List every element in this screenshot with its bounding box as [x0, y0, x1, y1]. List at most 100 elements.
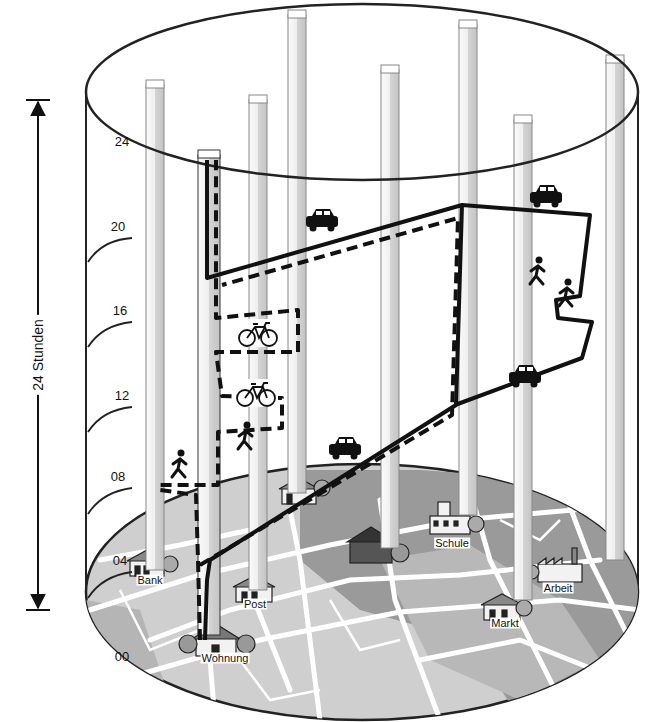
illustration-part	[238, 422, 252, 450]
illustration-part	[249, 95, 267, 103]
illustration-part	[519, 367, 525, 371]
illustration-part	[86, 470, 640, 720]
time-mark: 04	[113, 554, 127, 567]
illustration-part	[454, 521, 458, 526]
illustration-part	[238, 431, 252, 449]
illustration-part	[198, 150, 220, 158]
city-map	[86, 464, 640, 720]
time-scale-arcs	[88, 238, 132, 598]
illustration-part	[178, 450, 185, 457]
illustration-part	[312, 209, 334, 216]
place-label: Markt	[490, 618, 520, 629]
illustration-part	[552, 201, 559, 208]
illustration-part	[26, 99, 50, 101]
illustration-part	[247, 323, 270, 338]
illustration-part	[88, 407, 132, 432]
illustration-part	[120, 520, 560, 700]
illustration-part	[237, 635, 255, 653]
illustration-part	[515, 365, 537, 372]
illustration-part	[339, 439, 345, 443]
illustration-part	[90, 505, 630, 610]
illustration-part	[329, 437, 361, 460]
place-label: Bank	[136, 575, 163, 586]
illustration-part	[514, 115, 532, 600]
time-mark: 16	[113, 304, 127, 317]
illustration-part	[430, 516, 470, 534]
illustration-part	[245, 383, 268, 398]
axis-label: 24 Stunden	[31, 315, 45, 395]
location-pillars	[146, 10, 624, 635]
illustration-part	[538, 564, 582, 582]
illustration-part	[236, 319, 280, 347]
transport-icons	[172, 185, 573, 477]
illustration-part	[527, 367, 533, 371]
illustration-part	[540, 187, 546, 191]
illustration-part	[335, 437, 357, 444]
illustration-part	[530, 185, 562, 208]
space-time-path-solid	[205, 160, 592, 640]
illustration-part	[146, 85, 164, 570]
illustration-part	[179, 635, 197, 653]
illustration-part	[444, 521, 448, 526]
time-mark: 00	[115, 650, 129, 663]
illustration-part	[468, 516, 484, 532]
illustration-part	[513, 381, 520, 388]
illustration-part	[381, 65, 399, 73]
time-mark: 20	[111, 220, 125, 233]
illustration-part	[310, 225, 317, 232]
illustration-part	[534, 201, 541, 208]
space-time-path-dashed	[160, 160, 458, 640]
place-label: Wohnung	[201, 653, 250, 664]
time-mark: 08	[111, 470, 125, 483]
time-mark: 12	[115, 389, 129, 402]
illustration-part	[420, 640, 620, 680]
illustration-part	[234, 379, 278, 407]
illustration-part	[333, 453, 340, 460]
illustration-part	[514, 120, 532, 600]
place-label: Post	[243, 599, 267, 610]
illustration-part	[347, 527, 409, 563]
illustration-part	[381, 65, 399, 548]
illustration-part	[559, 279, 573, 307]
illustration-part	[288, 10, 306, 18]
illustration-part	[287, 494, 292, 504]
illustration-part	[531, 381, 538, 388]
illustration-part	[351, 453, 358, 460]
illustration-part	[90, 480, 640, 720]
illustration-part	[509, 365, 541, 388]
illustration-part	[530, 266, 544, 284]
illustration-part	[559, 288, 573, 306]
illustration-part	[240, 660, 320, 700]
illustration-part	[88, 322, 132, 347]
illustration-part	[530, 257, 544, 285]
illustration-part	[86, 600, 170, 720]
illustration-part	[290, 510, 320, 720]
illustration-part	[316, 211, 322, 215]
illustration-part	[536, 185, 558, 192]
illustration-part	[146, 80, 164, 88]
illustration-part	[548, 187, 554, 191]
place-label: Schule	[434, 538, 470, 549]
illustration-part	[637, 92, 639, 592]
illustration-part	[172, 459, 186, 477]
illustration-part	[261, 330, 277, 346]
space-time-paths	[160, 160, 592, 640]
illustration-part	[88, 572, 132, 598]
illustration-part	[236, 319, 280, 347]
place-label: Arbeit	[543, 583, 574, 594]
illustration-part	[324, 211, 330, 215]
illustration-part	[606, 60, 624, 560]
illustration-part	[347, 439, 353, 443]
illustration-part	[88, 238, 132, 262]
duration-arrow	[26, 100, 50, 610]
time-mark: 24	[115, 135, 129, 148]
illustration-part	[328, 225, 335, 232]
illustration-part	[536, 257, 543, 264]
illustration-part	[85, 92, 87, 592]
illustration-part	[565, 279, 572, 286]
illustration-part	[26, 609, 50, 611]
illustration-part	[434, 521, 438, 526]
illustration-part	[525, 548, 582, 582]
